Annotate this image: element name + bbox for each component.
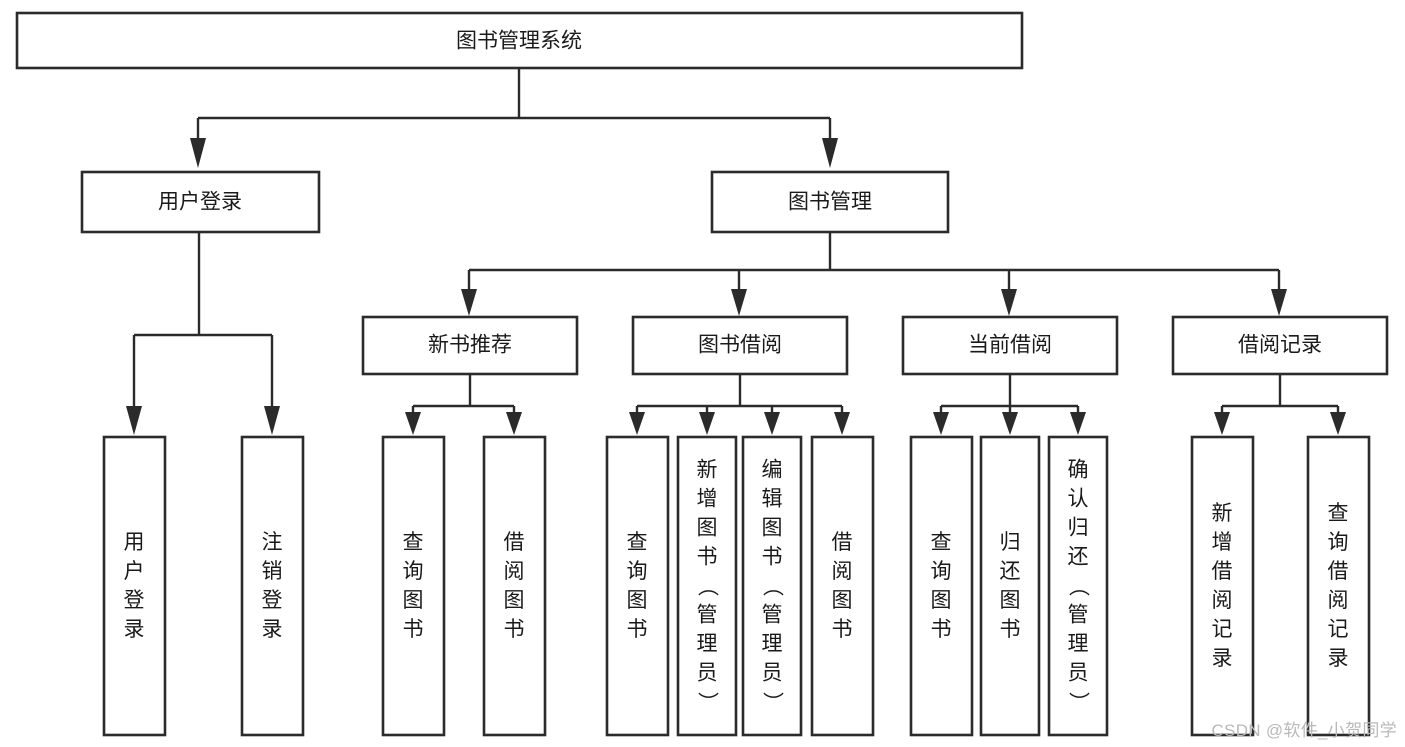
svg-text:（: （ (761, 576, 784, 597)
leaf-query-book-3-label: 查询图书 (931, 531, 952, 641)
leaf-logout-login-label: 注销登录 (262, 531, 283, 641)
leaf-add-borrow-record-label: 新增借阅记录 (1212, 502, 1233, 670)
leaf-add-book-admin-label: 新增图书管理员 (697, 459, 718, 685)
arrow-to-user-login (190, 138, 206, 168)
node-current-borrow-label: 当前借阅 (968, 334, 1052, 357)
arrow-to-leaf-query-book-2 (629, 412, 645, 435)
svg-text:）: ） (761, 692, 784, 713)
arrow-to-leaf-query-book-3 (933, 412, 949, 435)
leaf-query-borrow-record-label: 查询借阅记录 (1328, 502, 1349, 670)
leaf-borrow-book-1[interactable]: 借阅图书 (482, 435, 547, 737)
leaf-return-book[interactable]: 归还图书 (979, 435, 1041, 737)
svg-text:）: ） (696, 692, 719, 713)
node-borrow-record[interactable]: 借阅记录 (1171, 315, 1389, 376)
node-book-management-label: 图书管理 (788, 191, 872, 214)
node-book-management[interactable]: 图书管理 (710, 170, 950, 234)
arrow-to-leaf-query-borrow-record (1330, 412, 1346, 435)
arrow-to-book-management (822, 138, 838, 168)
arrow-to-leaf-add-borrow-record (1214, 412, 1230, 435)
arrow-to-leaf-query-book-1 (405, 412, 421, 435)
connector-layer (126, 68, 1346, 435)
node-new-book-recommend-label: 新书推荐 (428, 334, 512, 357)
svg-text:）: ） (1067, 692, 1090, 713)
arrow-to-leaf-logout-login (264, 406, 280, 435)
node-borrow-record-label: 借阅记录 (1238, 334, 1322, 357)
leaf-add-book-admin[interactable]: 新增图书管理员 （ ） (676, 435, 738, 737)
leaf-borrow-book-1-label: 借阅图书 (504, 531, 525, 641)
node-book-borrow-label: 图书借阅 (698, 334, 782, 357)
leaf-user-login[interactable]: 用户登录 (102, 435, 167, 737)
node-user-login-label: 用户登录 (158, 191, 242, 214)
arrow-to-book-borrow (731, 289, 747, 316)
node-new-book-recommend[interactable]: 新书推荐 (361, 315, 579, 376)
arrow-to-new-book-recommend (461, 289, 477, 316)
leaf-borrow-book-2-label: 借阅图书 (832, 531, 853, 641)
node-user-login[interactable]: 用户登录 (80, 170, 321, 234)
arrow-to-leaf-edit-book-admin (764, 412, 780, 435)
leaf-return-book-label: 归还图书 (1000, 531, 1021, 641)
arrow-to-leaf-borrow-book-2 (834, 412, 850, 435)
leaf-query-borrow-record[interactable]: 查询借阅记录 (1306, 435, 1371, 737)
leaf-edit-book-admin-label: 编辑图书管理员 (762, 459, 783, 685)
arrow-to-leaf-borrow-book-1 (506, 412, 522, 435)
arrow-to-leaf-return-book (1002, 412, 1018, 435)
node-root-label: 图书管理系统 (456, 30, 582, 53)
leaf-user-login-label: 用户登录 (124, 531, 145, 641)
svg-text:（: （ (696, 576, 719, 597)
node-current-borrow[interactable]: 当前借阅 (901, 315, 1119, 376)
leaf-confirm-return-admin-label: 确认归还管理员 (1068, 459, 1089, 685)
leaf-query-book-3[interactable]: 查询图书 (909, 435, 974, 737)
leaf-query-book-1-label: 查询图书 (403, 531, 424, 641)
leaf-confirm-return-admin[interactable]: 确认归还管理员 （ ） (1047, 435, 1109, 737)
node-root-book-management-system[interactable]: 图书管理系统 (15, 11, 1024, 70)
leaf-edit-book-admin[interactable]: 编辑图书管理员 （ ） (741, 435, 803, 737)
leaf-query-book-2[interactable]: 查询图书 (605, 435, 670, 737)
arrow-to-leaf-add-book-admin (699, 412, 715, 435)
arrow-to-borrow-record (1271, 289, 1287, 316)
arrow-to-current-borrow (1001, 289, 1017, 316)
svg-text:（: （ (1067, 576, 1090, 597)
leaf-logout-login[interactable]: 注销登录 (240, 435, 305, 737)
arrow-to-leaf-confirm-return-admin (1070, 412, 1086, 435)
node-book-borrow[interactable]: 图书借阅 (631, 315, 849, 376)
leaf-query-book-2-label: 查询图书 (627, 531, 648, 641)
leaf-borrow-book-2[interactable]: 借阅图书 (810, 435, 875, 737)
leaf-add-borrow-record[interactable]: 新增借阅记录 (1190, 435, 1255, 737)
arrow-to-leaf-user-login (126, 406, 142, 435)
leaf-query-book-1[interactable]: 查询图书 (381, 435, 446, 737)
csdn-watermark: CSDN @软件_小贺同学 (1211, 721, 1397, 740)
